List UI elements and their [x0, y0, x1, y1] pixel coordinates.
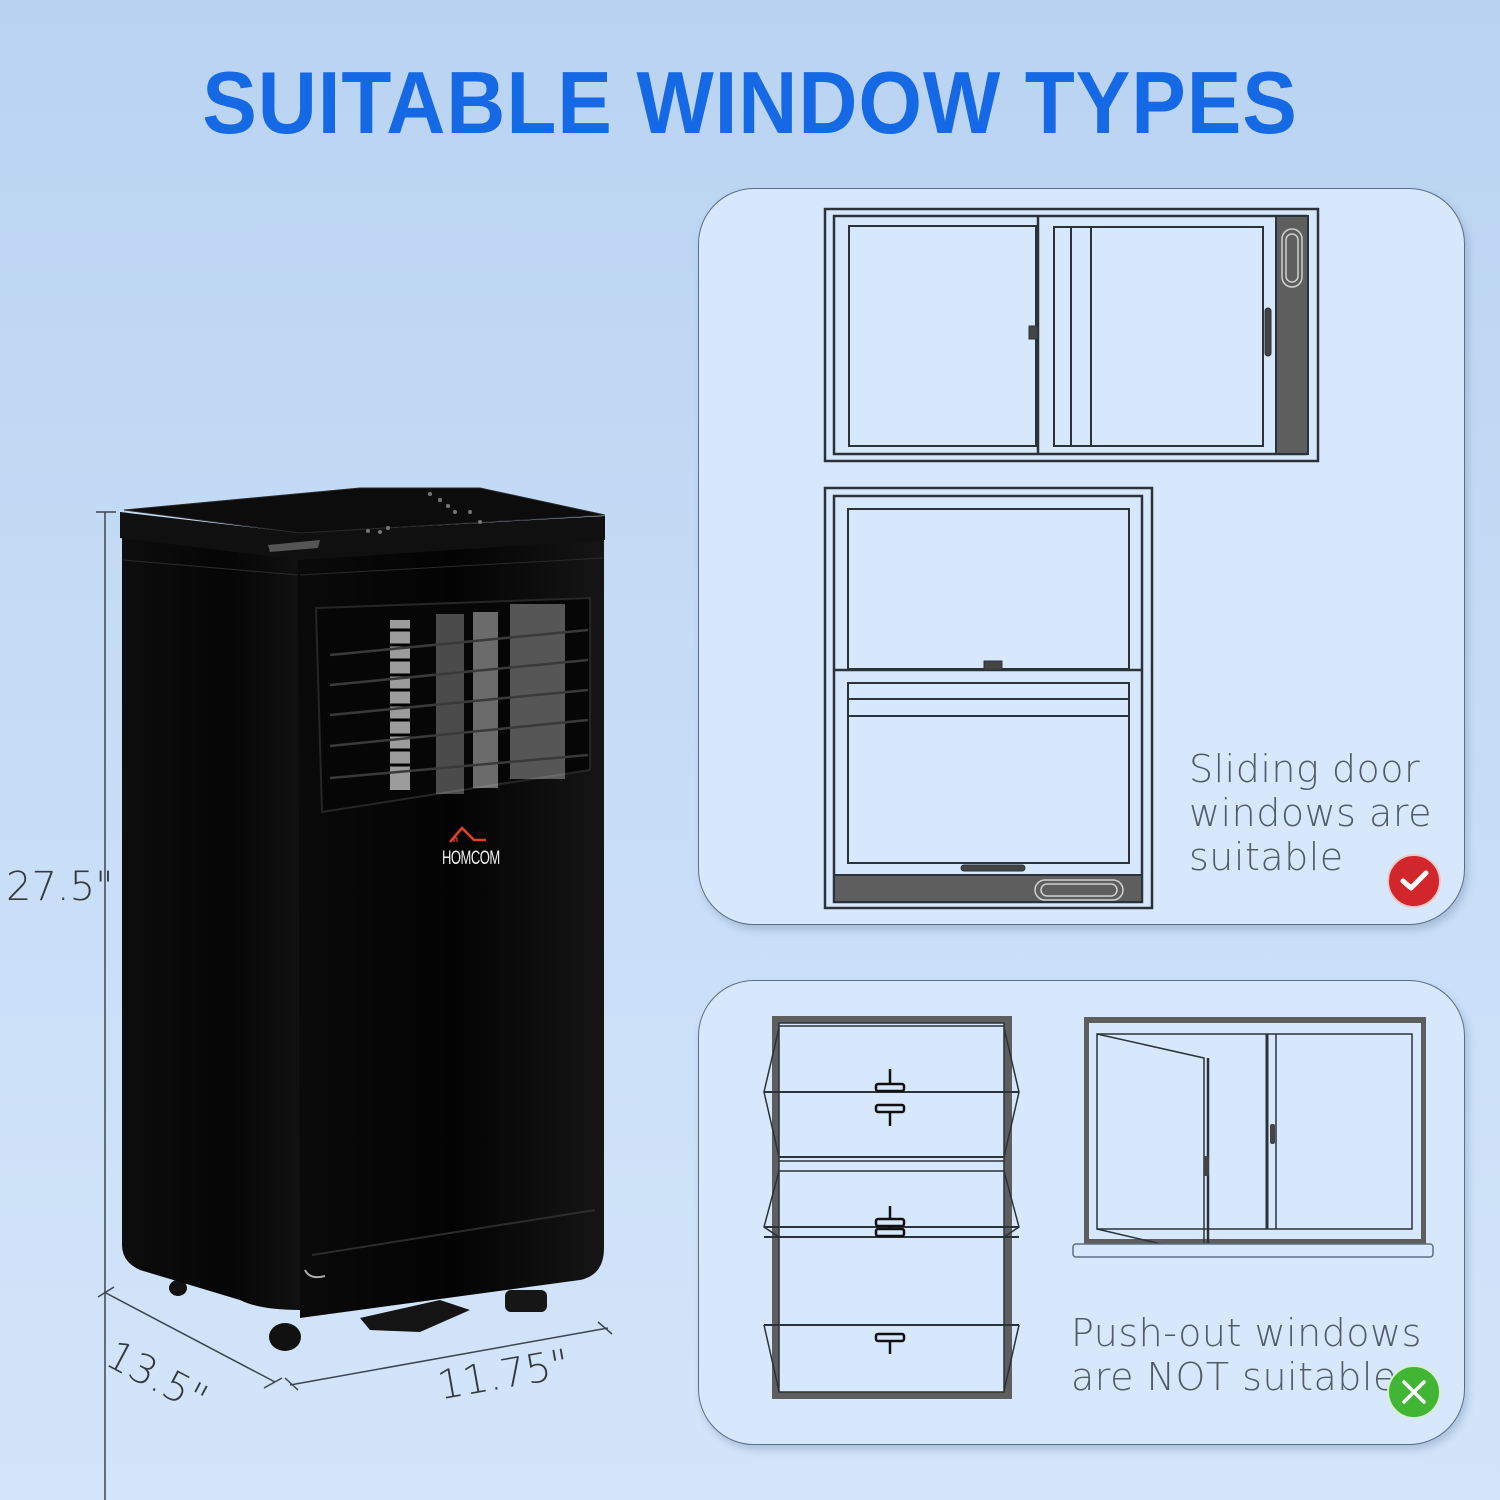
suitable-caption: Sliding door windows are suitable — [1189, 747, 1432, 879]
check-icon — [1400, 870, 1429, 891]
height-dimension-label: 27.5" — [6, 864, 114, 910]
width-dimension-line — [284, 1321, 613, 1391]
not-suitable-caption: Push-out windows are NOT suitable — [1071, 1311, 1422, 1399]
vertical-sliding-window-diagram — [823, 486, 1154, 910]
house-roof-icon — [449, 826, 486, 843]
awning-window-diagram — [763, 1016, 1020, 1399]
x-icon — [1402, 1380, 1426, 1404]
suitable-windows-card: Sliding door windows are suitable — [698, 188, 1465, 925]
hinge-handle-icons — [874, 1069, 906, 1354]
product-image — [0, 0, 700, 1500]
page-title: SUITABLE WINDOW TYPES — [202, 53, 1298, 152]
depth-dimension-line — [97, 1286, 283, 1389]
brand-name: HOMCOM — [442, 846, 500, 869]
horizontal-sliding-window-diagram — [823, 207, 1320, 463]
casement-window-diagram — [1072, 1017, 1434, 1258]
brand-logo: HOMCOM — [442, 826, 500, 870]
not-suitable-status-badge — [1387, 1365, 1441, 1419]
height-dimension-line — [96, 511, 116, 1500]
not-suitable-windows-card: Push-out windows are NOT suitable — [698, 980, 1465, 1445]
suitable-status-badge — [1387, 854, 1441, 908]
